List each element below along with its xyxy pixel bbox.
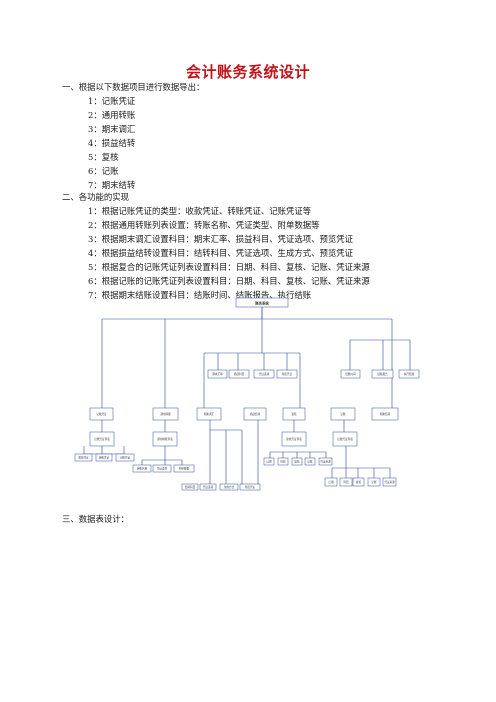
diagram-label: 凭证来源 xyxy=(384,480,395,484)
diagram-label: 期末汇率 xyxy=(212,372,223,376)
diagram-label: 通用转账 xyxy=(160,412,171,416)
diagram-label: 复核 xyxy=(294,460,300,464)
list-item: 7：期末结转 xyxy=(88,180,136,190)
diagram-label: 执行结账 xyxy=(404,372,415,376)
diagram-label: 记账凭证 xyxy=(96,412,107,416)
list-item: 2：通用转账 xyxy=(88,110,136,120)
diagram-label: 凭证类型 xyxy=(157,467,168,471)
diagram-label: 复核 xyxy=(356,480,362,484)
diagram-label: 日期 xyxy=(328,480,334,484)
diagram-label: 损益结转 xyxy=(250,412,261,416)
diagram-label: 收款凭证 xyxy=(78,456,89,460)
diagram-label: 凭证选项 xyxy=(259,372,270,376)
diagram-label: 记账凭证 xyxy=(120,456,131,460)
diagram-label: 损益科目 xyxy=(234,372,245,376)
list-item: 3：根据期末调汇设置科目：期末汇率、损益科目、凭证选项、预览凭证 xyxy=(88,234,353,244)
root-node xyxy=(235,297,289,308)
list-item: 7：根据期末结账设置科目：结账时间、结账报告、执行结账 xyxy=(88,290,312,300)
diagram-label: 转账名称 xyxy=(137,467,148,471)
diagram-label: 复核 xyxy=(291,412,297,416)
list-item: 6：记账 xyxy=(88,166,119,176)
diagram-label: 科目 xyxy=(343,480,349,484)
diagram-label: 生成方式 xyxy=(224,485,235,489)
diagram-label: 通用转账列表 xyxy=(157,437,173,441)
diagram-label: 转账凭证 xyxy=(99,456,110,460)
diagram-label: 结转科目 xyxy=(185,485,196,489)
list-item: 2：根据通用转账列表设置：转账名称、凭证类型、附单数据等 xyxy=(88,220,320,230)
diagram-label: 预览凭证 xyxy=(282,372,293,376)
diagram-label: 期末调汇 xyxy=(204,412,215,416)
list-item: 3：期末调汇 xyxy=(88,124,136,134)
section1-heading: 一、根据以下数据项目进行数据导出： xyxy=(62,82,205,92)
list-item: 5：复核 xyxy=(88,152,119,162)
list-item: 4：根据损益结转设置科目：结转科目、凭证选项、生成方式、预览凭证 xyxy=(88,248,353,258)
diagram-label: 预览凭证 xyxy=(245,485,256,489)
list-item: 1：根据记账凭证的类型：收款凭证、转账凭证、记账凭证等 xyxy=(88,206,312,216)
section3-heading: 三、数据表设计： xyxy=(62,514,129,524)
page-title: 会计账务系统设计 xyxy=(185,63,310,81)
diagram-label: 记账 xyxy=(371,480,377,484)
diagram-label: 附单数据 xyxy=(179,467,190,471)
diagram-label: 记账凭证列表 xyxy=(94,437,110,441)
diagram-label: 记账 xyxy=(340,412,346,416)
list-item: 1：记账凭证 xyxy=(88,96,136,106)
diagram-label: 科目 xyxy=(280,460,286,464)
diagram-label: 凭证来源 xyxy=(320,460,331,464)
section2-heading: 二、各功能的实现 xyxy=(62,192,129,202)
diagram-label: 结账报告 xyxy=(377,372,388,376)
diagram-label: 期末结转 xyxy=(380,412,391,416)
diagram-label: 凭证选项 xyxy=(203,485,214,489)
diagram-label: 日期 xyxy=(266,460,272,464)
diagram-label: 记账凭证列表 xyxy=(337,437,353,441)
list-item: 6：根据记账的记账凭证列表设置科目：日期、科目、复核、记账、凭证来源 xyxy=(88,276,370,286)
list-item: 4：损益结转 xyxy=(88,138,136,148)
diagram-label: 复核凭证列表 xyxy=(286,437,302,441)
diagram-label: 记账 xyxy=(307,460,313,464)
list-item: 5：根据复合的记账凭证列表设置科目：日期、科目、复核、记账、凭证来源 xyxy=(88,262,370,272)
diagram-label: 结账时间 xyxy=(345,372,356,376)
diagram-root-label: 账务系统 xyxy=(255,301,269,306)
